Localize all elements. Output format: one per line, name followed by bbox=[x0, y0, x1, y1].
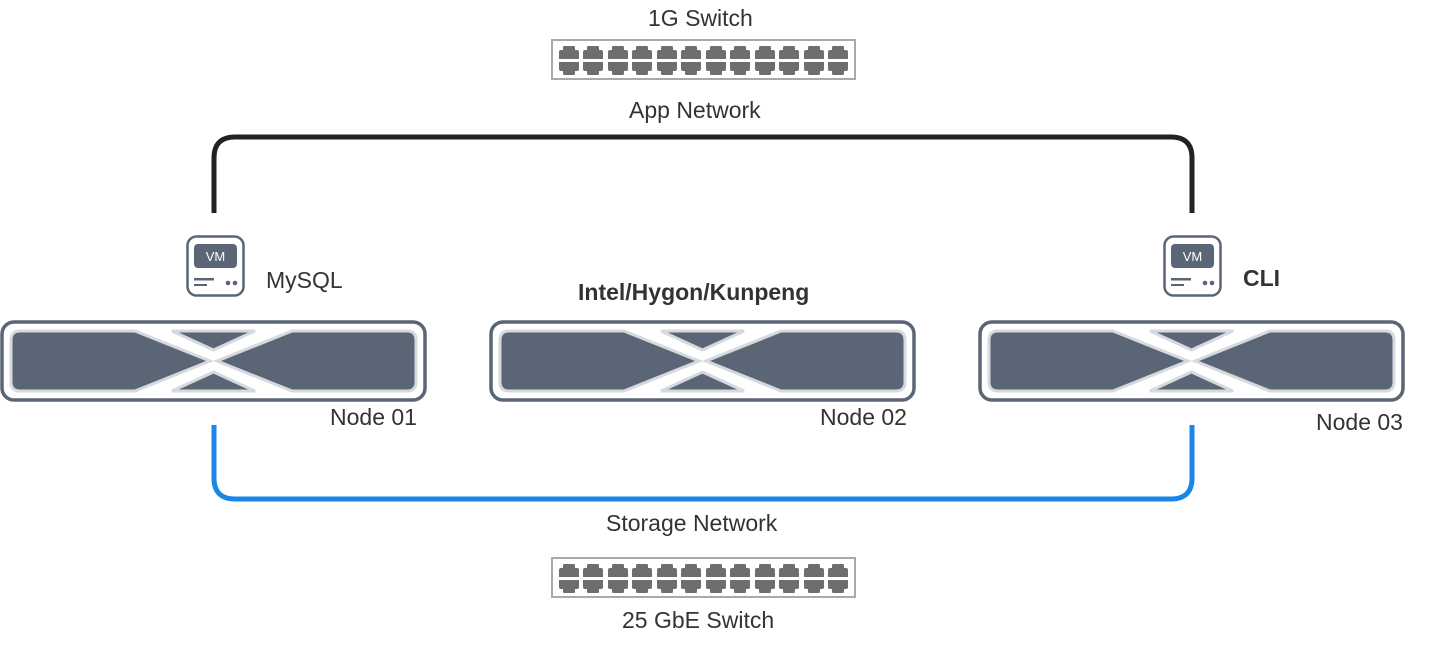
node-01 bbox=[0, 320, 427, 402]
app-network-line bbox=[211, 134, 1195, 213]
switch-port-icon bbox=[558, 563, 580, 594]
switch-port-icon bbox=[631, 563, 653, 594]
top-switch-label: 1G Switch bbox=[648, 5, 753, 31]
switch-port-icon bbox=[754, 45, 776, 76]
server-node-icon bbox=[0, 320, 427, 402]
switch-port-icon bbox=[558, 45, 580, 76]
vm-badge-text: VM bbox=[206, 249, 226, 264]
node-01-label: Node 01 bbox=[330, 404, 417, 430]
switch-port-icon bbox=[803, 563, 825, 594]
switch-port-icon bbox=[607, 563, 629, 594]
switch-port-icon bbox=[607, 45, 629, 76]
switch-port-icon bbox=[778, 563, 800, 594]
bottom-switch-label: 25 GbE Switch bbox=[622, 607, 775, 633]
storage-network-line bbox=[211, 425, 1195, 502]
switch-port-icon bbox=[705, 45, 727, 76]
switch-port-icon bbox=[582, 45, 604, 76]
server-node-icon bbox=[978, 320, 1405, 402]
switch-port-icon bbox=[729, 563, 751, 594]
switch-ports bbox=[558, 563, 849, 594]
vm-icon: VM bbox=[1163, 235, 1222, 297]
bottom-switch-icon bbox=[551, 557, 856, 598]
switch-port-icon bbox=[680, 563, 702, 594]
top-switch-icon bbox=[551, 39, 856, 80]
switch-port-icon bbox=[582, 563, 604, 594]
storage-network-label: Storage Network bbox=[606, 510, 778, 536]
switch-port-icon bbox=[631, 45, 653, 76]
switch-port-icon bbox=[803, 45, 825, 76]
switch-ports bbox=[558, 45, 849, 76]
node-03 bbox=[978, 320, 1405, 402]
node-03-label: Node 03 bbox=[1316, 409, 1403, 435]
switch-port-icon bbox=[656, 45, 678, 76]
server-node-icon bbox=[489, 320, 916, 402]
vm-badge-text: VM bbox=[1183, 249, 1203, 264]
switch-port-icon bbox=[680, 45, 702, 76]
node-02-label: Node 02 bbox=[820, 404, 907, 430]
vm-name-mysql: MySQL bbox=[266, 267, 343, 293]
switch-port-icon bbox=[827, 563, 849, 594]
node-02 bbox=[489, 320, 916, 402]
app-network-label: App Network bbox=[629, 97, 761, 123]
switch-port-icon bbox=[729, 45, 751, 76]
platform-label: Intel/Hygon/Kunpeng bbox=[578, 279, 810, 305]
switch-port-icon bbox=[827, 45, 849, 76]
switch-port-icon bbox=[778, 45, 800, 76]
switch-port-icon bbox=[656, 563, 678, 594]
switch-port-icon bbox=[754, 563, 776, 594]
switch-port-icon bbox=[705, 563, 727, 594]
vm-name-cli: CLI bbox=[1243, 265, 1281, 291]
vm-icon: VM bbox=[186, 235, 245, 297]
